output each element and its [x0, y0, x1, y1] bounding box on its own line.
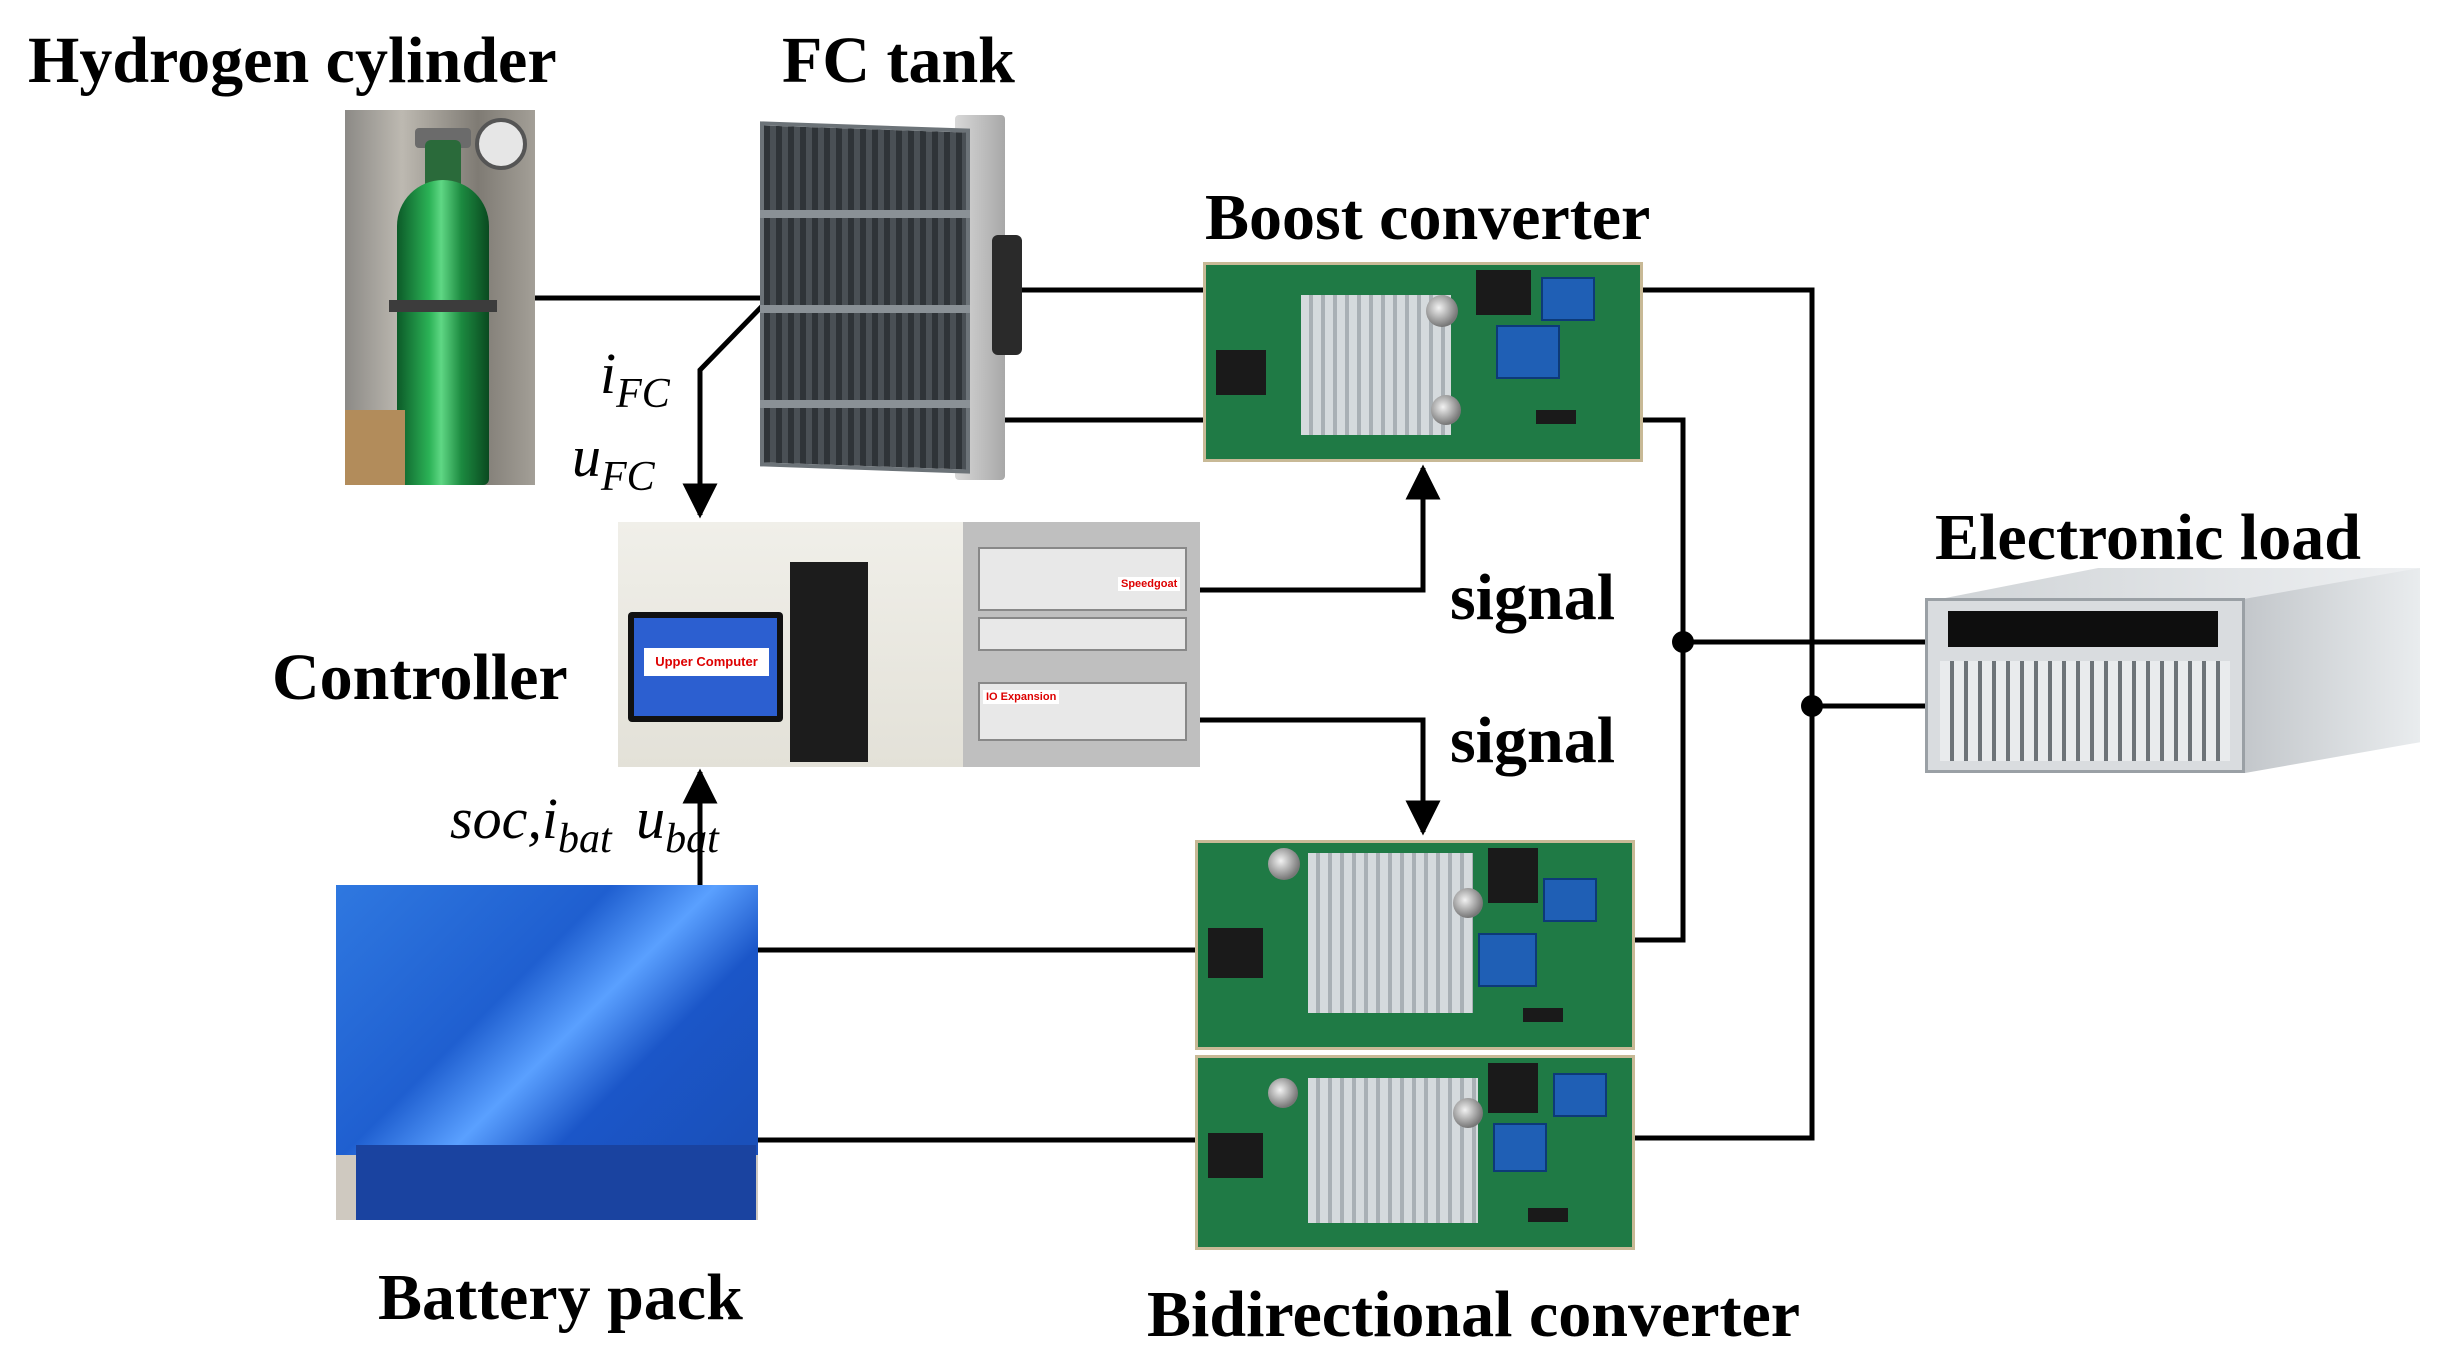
label-signal-top: signal — [1450, 561, 1616, 634]
wire-boost-out-bottom — [1635, 417, 1686, 943]
controller-photo: Upper Computer Speedgoat IO Expansion — [618, 522, 1200, 767]
label-controller: Controller — [272, 641, 568, 714]
arrow-controller-to-boost — [1200, 464, 1441, 593]
fc-tank-photo — [760, 115, 1022, 480]
label-hydrogen-cylinder: Hydrogen cylinder — [28, 24, 557, 97]
junction-dot-lower — [1801, 695, 1823, 717]
label-boost-converter: Boost converter — [1205, 181, 1651, 254]
label-signal-bottom: signal — [1450, 704, 1616, 777]
label-i-fc: iFC — [600, 341, 670, 417]
boost-converter-photo — [1203, 262, 1643, 462]
label-battery-pack: Battery pack — [378, 1261, 743, 1334]
arrow-fc-to-controller — [682, 296, 772, 519]
battery-pack-photo — [336, 885, 758, 1220]
bidirectional-converter-photo-lower — [1195, 1055, 1635, 1250]
junction-dot-upper — [1672, 631, 1694, 653]
label-fc-tank: FC tank — [782, 24, 1015, 97]
label-bidirectional-converter: Bidirectional converter — [1147, 1278, 1801, 1351]
hydrogen-cylinder-photo — [345, 110, 535, 485]
label-battery-signals: soc,ibat ubat — [450, 786, 719, 862]
electronic-load-photo — [1925, 568, 2420, 783]
bidirectional-converter-photo-upper — [1195, 840, 1635, 1050]
label-u-fc: uFC — [572, 424, 655, 500]
wire-boost-out-top — [1635, 287, 1815, 1141]
arrow-controller-to-bidir — [1200, 717, 1441, 836]
label-electronic-load: Electronic load — [1935, 501, 2361, 574]
